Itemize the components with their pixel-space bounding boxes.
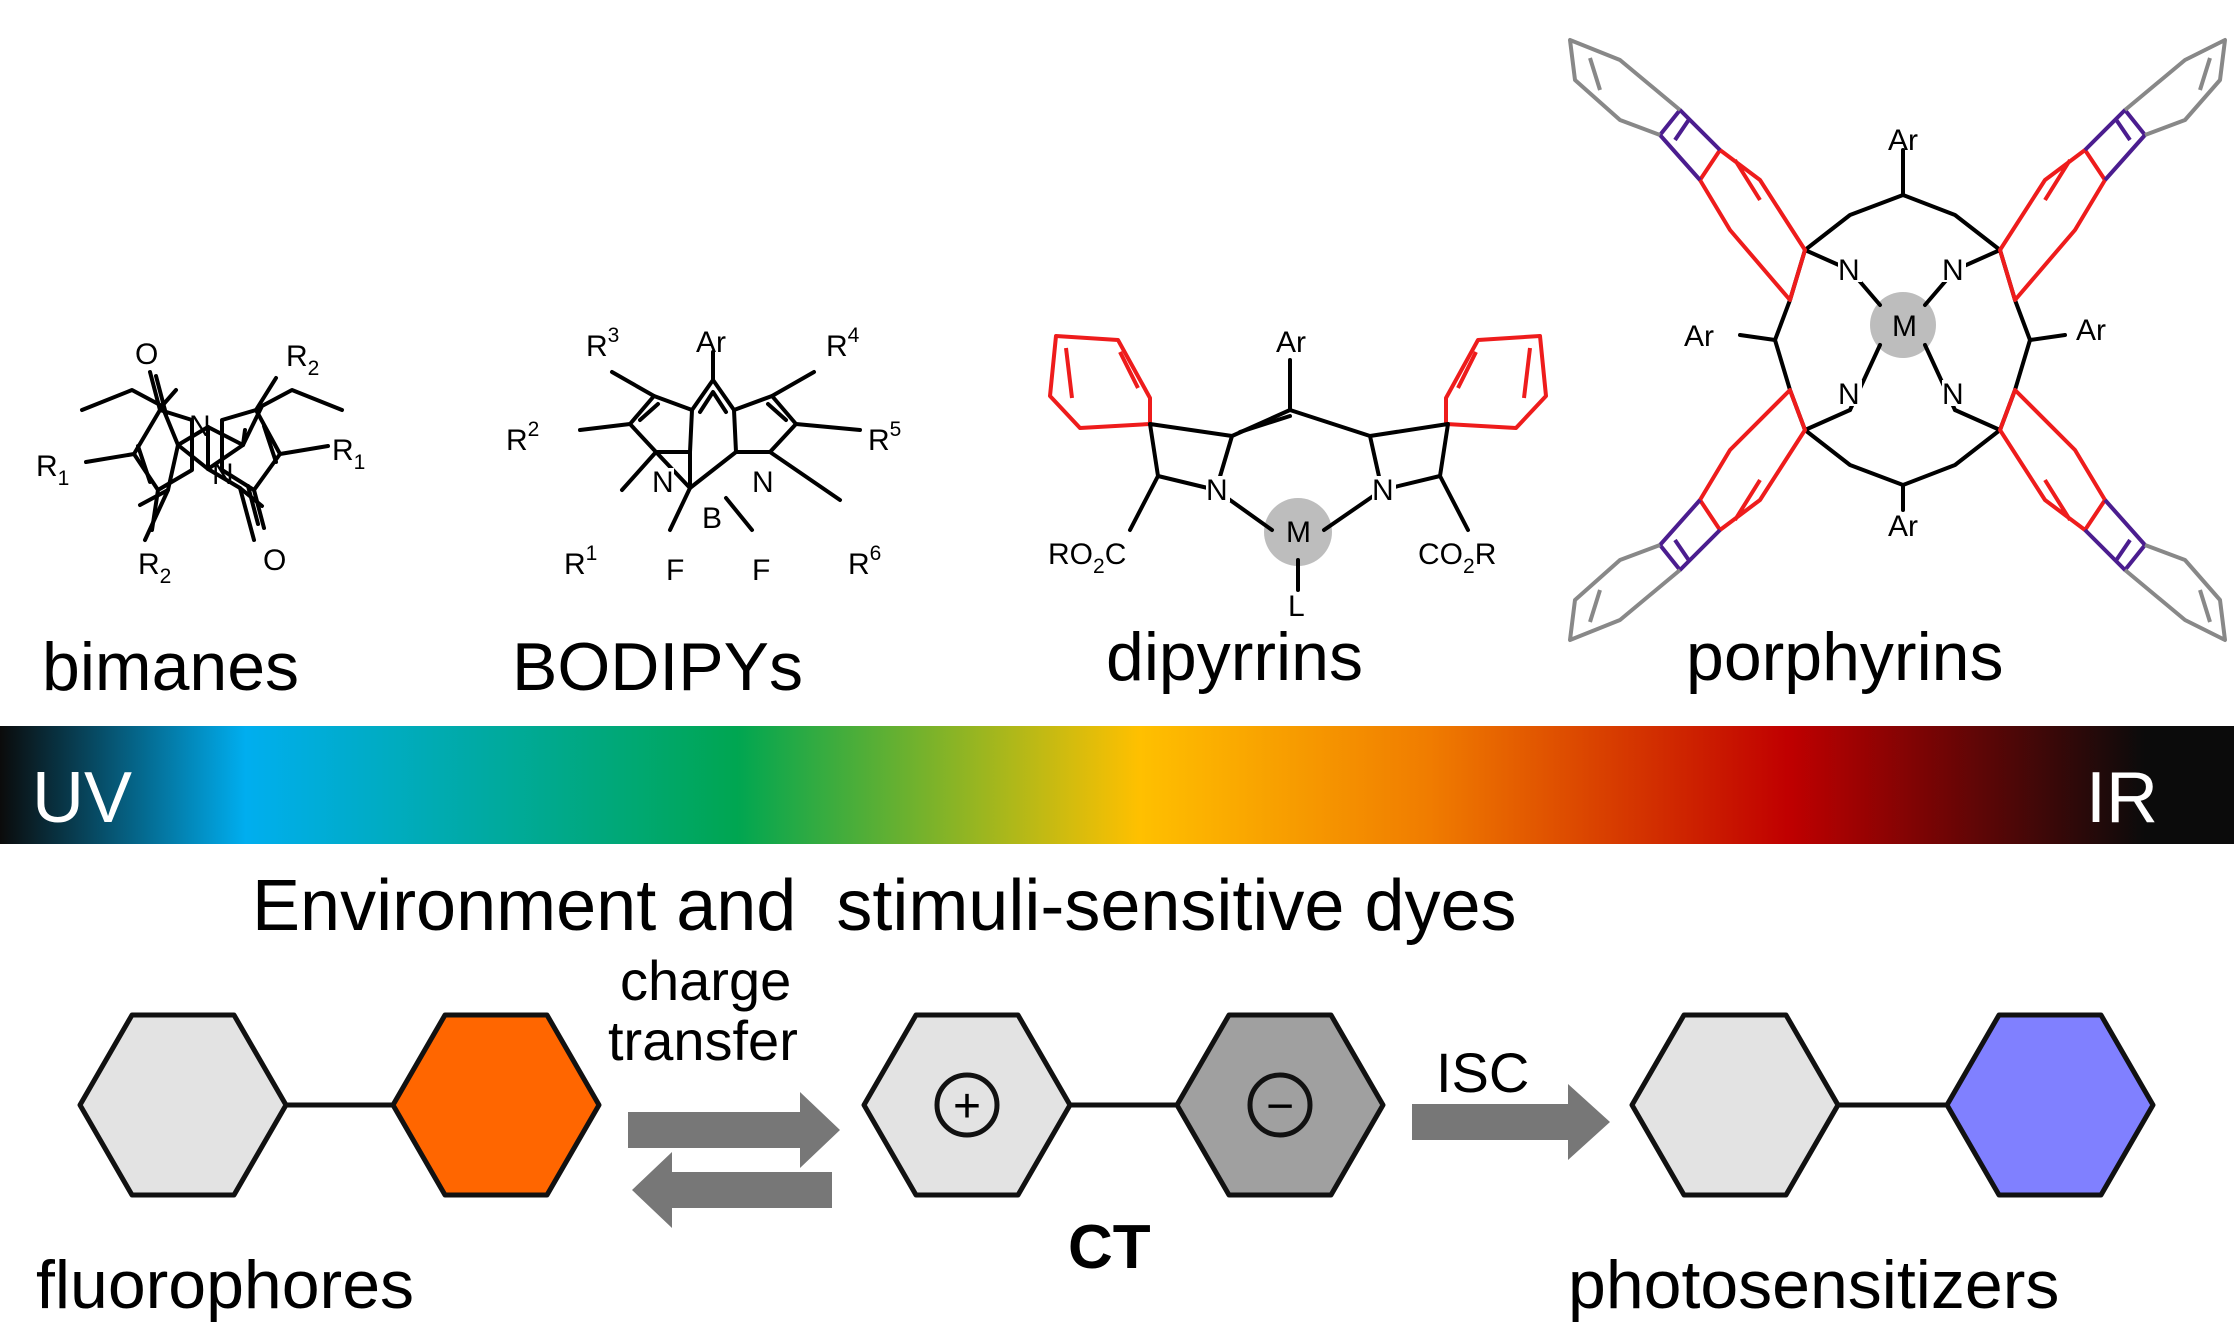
atom-N: N xyxy=(1206,474,1228,507)
atom-N: N xyxy=(1372,474,1394,507)
substituent-R2: R2 xyxy=(138,548,171,588)
bimane-structure: O O N N R1 R1 R2 R2 xyxy=(36,338,365,588)
isc-label: ISC xyxy=(1436,1041,1529,1104)
atom-N: N xyxy=(1838,254,1860,287)
ct-state-molecule: + − xyxy=(861,1012,1386,1198)
substituent-Ar: Ar xyxy=(1888,510,1918,543)
donor-hexagon xyxy=(1629,1012,1841,1198)
substituent-R1: R1 xyxy=(332,434,365,474)
label-fluorophores: fluorophores xyxy=(36,1247,414,1323)
equilibrium-arrows xyxy=(628,1092,840,1228)
substituent-R2: R2 xyxy=(286,340,319,380)
charge-transfer-label-line1: charge xyxy=(620,949,791,1012)
atom-B: B xyxy=(702,502,722,535)
atom-N: N xyxy=(212,458,234,491)
substituent-R4: R4 xyxy=(826,324,860,363)
atom-M: M xyxy=(1892,310,1917,343)
positive-charge-icon xyxy=(934,1072,1000,1138)
substituent-Ar: Ar xyxy=(1888,124,1918,157)
substituent-Ar: Ar xyxy=(1684,320,1714,353)
porphyrin-structure: N N N N M Ar Ar Ar Ar xyxy=(1568,38,2227,642)
atom-N: N xyxy=(1942,254,1964,287)
charge-transfer-label-line2: transfer xyxy=(608,1009,798,1072)
substituent-R2: R2 xyxy=(506,418,539,457)
spectrum-right-label: IR xyxy=(2086,758,2158,838)
atom-N: N xyxy=(652,466,674,499)
acceptor-hexagon-gray xyxy=(1174,1012,1386,1198)
metal-center-highlight xyxy=(1870,292,1936,358)
atom-N: N xyxy=(1838,378,1860,411)
atom-L: L xyxy=(1288,590,1305,623)
reverse-arrow xyxy=(632,1152,832,1228)
atom-N: N xyxy=(752,466,774,499)
plus-sign: + xyxy=(953,1080,981,1133)
label-dipyrrins: dipyrrins xyxy=(1106,619,1363,695)
fluorophore-molecule xyxy=(77,1012,602,1198)
atom-N: N xyxy=(1942,378,1964,411)
label-bodipys: BODIPYs xyxy=(512,629,803,705)
substituent-Ar: Ar xyxy=(2076,314,2106,347)
atom-O: O xyxy=(263,544,286,577)
substituent-Ar: Ar xyxy=(696,326,726,359)
donor-hexagon xyxy=(861,1012,1073,1198)
ct-label: CT xyxy=(1068,1213,1151,1282)
photosensitizer-molecule xyxy=(1629,1012,2156,1198)
label-bimanes: bimanes xyxy=(42,629,299,705)
spectrum-bar xyxy=(0,726,2234,844)
minus-sign: − xyxy=(1266,1080,1294,1133)
label-porphyrins: porphyrins xyxy=(1686,619,2004,695)
spectrum-left-label: UV xyxy=(32,758,132,838)
acceptor-hexagon-orange xyxy=(390,1012,602,1198)
section-heading: Environment and stimuli-sensitive dyes xyxy=(252,866,1517,946)
substituent-RO2C: RO2C xyxy=(1048,538,1126,578)
acceptor-hexagon-blue xyxy=(1944,1012,2156,1198)
atom-N: N xyxy=(189,410,211,443)
bodipy-structure: N N B F F Ar R3 R4 R2 R5 R1 R6 xyxy=(506,324,901,587)
metal-center-highlight xyxy=(1264,498,1332,566)
dipyrrin-structure: N N M L Ar RO2C CO2R xyxy=(1048,326,1548,623)
donor-hexagon xyxy=(77,1012,289,1198)
isc-arrow xyxy=(1412,1084,1610,1160)
substituent-Ar: Ar xyxy=(1276,326,1306,359)
negative-charge-icon xyxy=(1247,1072,1313,1138)
substituent-R1: R1 xyxy=(36,450,69,490)
substituent-CO2R: CO2R xyxy=(1418,538,1496,578)
atom-F: F xyxy=(752,554,770,587)
atom-O: O xyxy=(135,338,158,371)
atom-M: M xyxy=(1286,516,1311,549)
substituent-R6: R6 xyxy=(848,542,881,581)
label-photosensitizers: photosensitizers xyxy=(1568,1247,2059,1323)
substituent-R1: R1 xyxy=(564,542,597,581)
substituent-R5: R5 xyxy=(868,418,901,457)
substituent-R3: R3 xyxy=(586,324,619,363)
atom-F: F xyxy=(666,554,684,587)
forward-arrow xyxy=(628,1092,840,1168)
